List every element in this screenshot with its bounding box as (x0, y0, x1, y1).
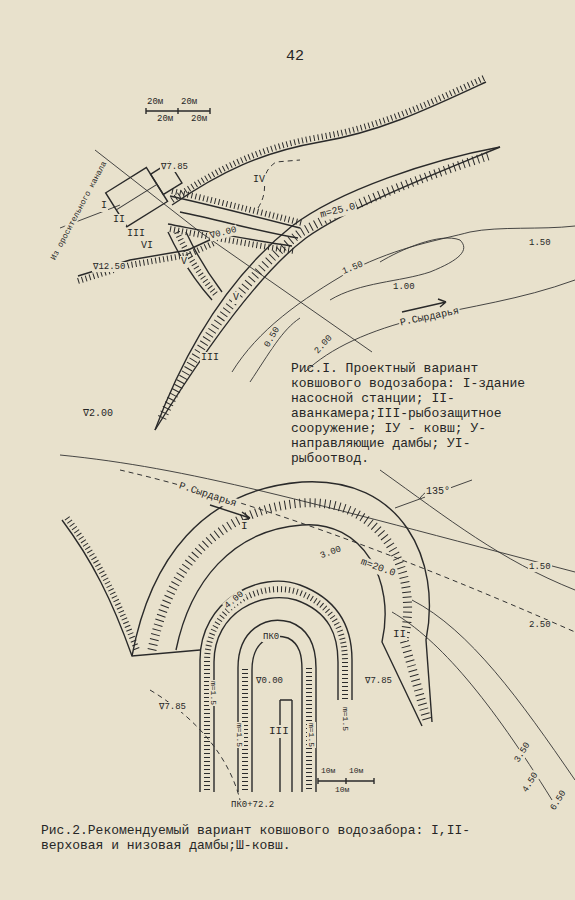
page-number: 42 (285, 48, 305, 65)
figure-label: 6.50 (548, 788, 569, 814)
figure-label: 3.50 (512, 740, 533, 766)
figure-label: I (100, 200, 108, 212)
figure-label: m=1.5 (209, 680, 218, 706)
figure-label: 0.50 (262, 325, 283, 351)
figure-label: 2.00 (312, 332, 335, 356)
figure-label: m=1.5 (307, 722, 316, 748)
figure-label: 1.50 (528, 562, 552, 572)
figure-label: 20м (146, 97, 164, 107)
figure-label: II (392, 628, 407, 641)
figure-label: III (200, 352, 220, 364)
figure-label: III (126, 228, 146, 240)
figure-label: ∇7.85 (160, 162, 189, 172)
figure-label: Р.Сырдарья (398, 305, 461, 329)
figure-label: 10м (348, 766, 364, 775)
figure-label: II (112, 214, 126, 226)
figure-label: m=25.0 (318, 201, 358, 221)
figure-label: 4.00 (222, 589, 247, 612)
figure-label: m=1.5 (235, 722, 244, 748)
figure-label: 3.00 (318, 544, 344, 562)
figure-label: ∇7.85 (364, 676, 393, 686)
figure-caption: Рис.I. Проектный вариант ковшового водоз… (290, 362, 542, 467)
figure-label: ПК0 (262, 632, 280, 642)
figure-label: 1.00 (392, 282, 416, 292)
figure-label: 20м (190, 114, 208, 124)
figure-label: ∇7.85 (158, 702, 187, 712)
figure-label: V (180, 256, 188, 268)
figure-2-plan (60, 455, 575, 800)
figure-label: V (232, 292, 240, 304)
figure-label: m=1.5 (341, 706, 350, 732)
figure-label: ∇12.50 (92, 262, 126, 272)
figure-label: I (240, 520, 249, 533)
figure-label: 10м (320, 766, 336, 775)
figure-label: VI (140, 240, 154, 252)
figure-label: 4.50 (520, 770, 541, 796)
figure-caption: Рис.2.Рекомендуемый вариант ковшового во… (40, 824, 482, 854)
figure-label: 1.50 (340, 259, 366, 277)
figure-label: 10м (334, 785, 350, 794)
figure-label: ∇0.00 (255, 676, 284, 686)
figure-label: ПК0+72.2 (230, 800, 275, 810)
figure-label: 1.50 (528, 238, 552, 248)
figure-label: 135° (425, 486, 451, 498)
figure-label: IV (252, 174, 266, 186)
figure-label: 20м (180, 97, 198, 107)
figure-label: 2.50 (528, 620, 552, 630)
figure-label: m=20.0 (358, 556, 398, 580)
figure-label: ∇0.00 (208, 224, 239, 242)
figure-label: III (268, 725, 290, 738)
figure-label: 20м (156, 114, 174, 124)
figure-label: Р.Сырдарья (176, 480, 239, 510)
figure-label: ∇2.00 (82, 408, 114, 420)
